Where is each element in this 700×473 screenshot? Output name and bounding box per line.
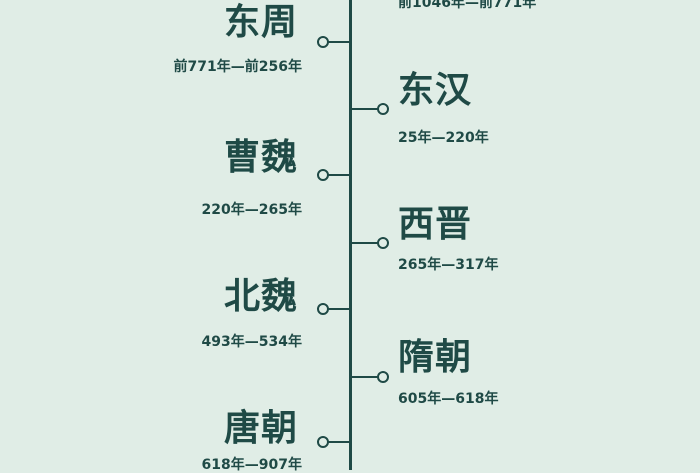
date-xijin: 265年—317年 — [398, 257, 499, 273]
name-dongzhou: 东周 — [223, 1, 298, 43]
name-caowei: 曹魏 — [223, 136, 298, 178]
timeline-axis — [349, 0, 352, 470]
date-donghan: 25年—220年 — [398, 130, 489, 146]
name-xijin: 西晋 — [398, 203, 473, 245]
date-dongzhou: 前771年—前256年 — [173, 59, 302, 75]
timeline-node — [317, 169, 329, 181]
name-tangchao: 唐朝 — [223, 407, 298, 449]
date-beiwei: 493年—534年 — [201, 334, 302, 350]
timeline-node — [377, 371, 389, 383]
name-beiwei: 北魏 — [223, 275, 298, 317]
date-tangchao: 618年—907年 — [201, 457, 302, 473]
date-suichao: 605年—618年 — [398, 391, 499, 407]
timeline-node — [317, 303, 329, 315]
connector — [327, 41, 350, 43]
connector — [327, 308, 350, 310]
connector — [351, 242, 379, 244]
connector — [327, 174, 350, 176]
date-caowei: 220年—265年 — [201, 202, 302, 218]
timeline-node — [317, 436, 329, 448]
connector — [351, 108, 379, 110]
timeline-node — [377, 103, 389, 115]
timeline-node — [377, 237, 389, 249]
date-xizhou: 前1046年—前771年 — [398, 0, 537, 11]
connector — [351, 376, 379, 378]
timeline-node — [317, 36, 329, 48]
name-suichao: 隋朝 — [398, 336, 473, 378]
name-donghan: 东汉 — [398, 69, 473, 111]
connector — [327, 441, 350, 443]
